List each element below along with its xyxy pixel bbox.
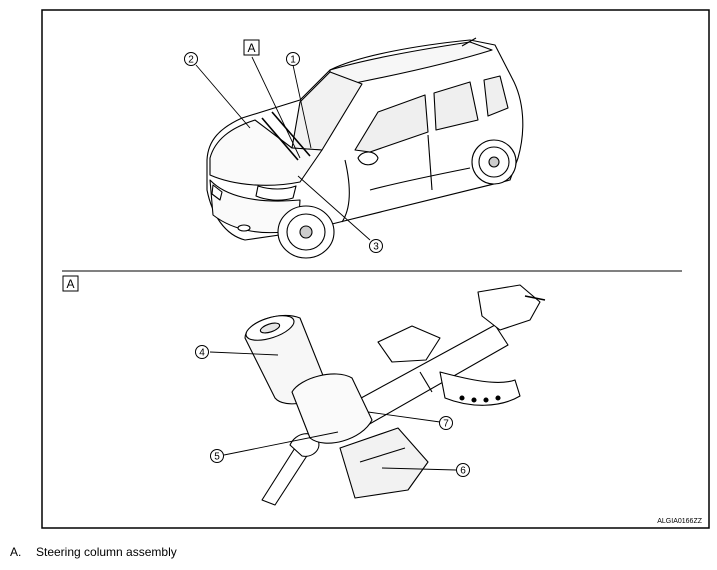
legend-text: Steering column assembly xyxy=(36,545,177,559)
callout-6: 6 xyxy=(456,463,470,477)
callout-3: 3 xyxy=(369,239,383,253)
car-illustration xyxy=(206,37,524,259)
svg-text:5: 5 xyxy=(214,452,220,463)
callout-1: 1 xyxy=(286,52,300,66)
callout-4: 4 xyxy=(195,345,209,359)
svg-text:1: 1 xyxy=(290,55,296,66)
svg-text:4: 4 xyxy=(199,348,205,359)
legend: A. Steering column assembly xyxy=(10,545,510,563)
figure-frame xyxy=(41,9,710,529)
svg-text:3: 3 xyxy=(373,242,379,253)
callout-leaders xyxy=(195,56,457,471)
svg-text:2: 2 xyxy=(188,55,194,66)
svg-text:A: A xyxy=(247,41,255,55)
callout-5: 5 xyxy=(210,449,224,463)
steering-column-illustration xyxy=(244,284,546,506)
callout-2: 2 xyxy=(184,52,198,66)
callout-7: 7 xyxy=(439,416,453,430)
legend-letter: A. xyxy=(10,545,22,559)
svg-text:7: 7 xyxy=(443,419,449,430)
figure-id: ALGIA0166ZZ xyxy=(657,518,702,525)
frame-label-a-bottom: A xyxy=(62,275,79,292)
svg-text:A: A xyxy=(66,277,74,291)
frame-label-a-top: A xyxy=(243,39,260,56)
svg-text:6: 6 xyxy=(460,466,466,477)
